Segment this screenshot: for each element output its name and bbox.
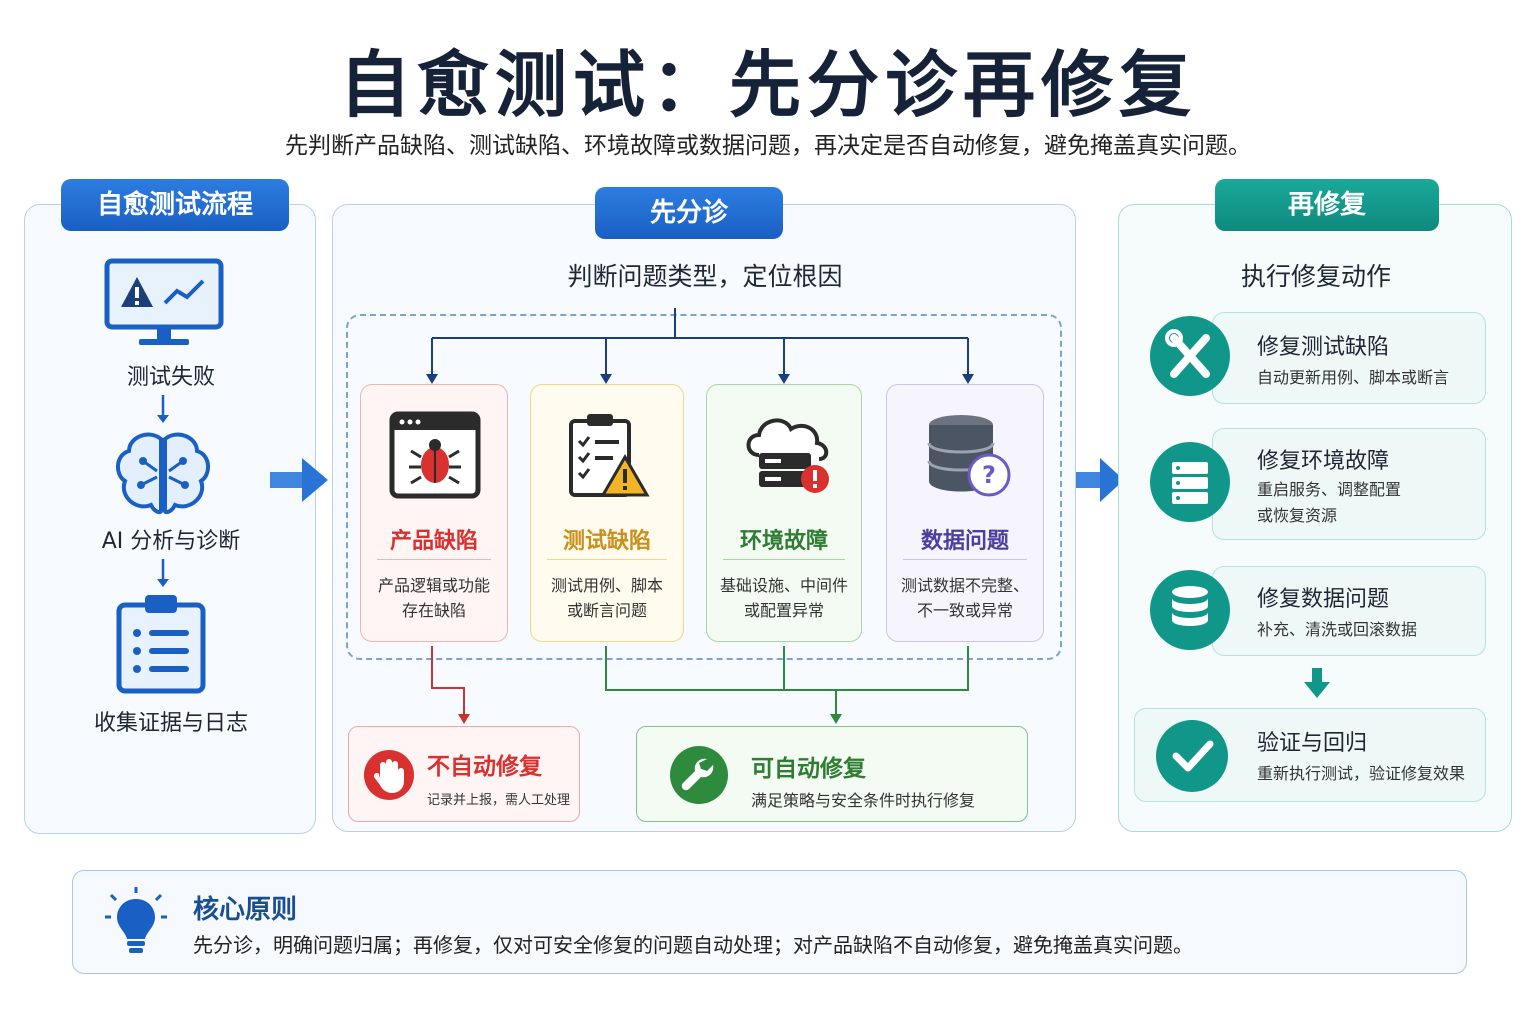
category-group bbox=[346, 314, 1062, 660]
server-icon bbox=[1172, 462, 1208, 504]
triage-subtitle: 判断问题类型，定位根因 bbox=[567, 262, 843, 291]
no-auto-fix-title: 不自动修复 bbox=[427, 754, 542, 780]
repair-subtitle: 执行修复动作 bbox=[1240, 262, 1391, 291]
right-arrow-icon bbox=[1076, 458, 1124, 502]
category-test-defect: 测试缺陷 测试用例、脚本或断言问题 bbox=[530, 384, 684, 642]
auto-fix-box: 可自动修复 满足策略与安全条件时执行修复 bbox=[636, 726, 1028, 822]
no-auto-fix-desc: 记录并上报，需人工处理 bbox=[427, 793, 571, 808]
repair-step-data-issue: 修复数据问题 补充、清洗或回滚数据 bbox=[1212, 566, 1486, 656]
category-name: 测试缺陷 bbox=[562, 529, 651, 554]
down-arrow-icon bbox=[157, 559, 169, 587]
category-product-defect: 产品缺陷 产品逻辑或功能存在缺陷 bbox=[360, 384, 508, 642]
auto-fix-desc: 满足策略与安全条件时执行修复 bbox=[751, 791, 976, 810]
wrench-icon bbox=[670, 746, 728, 804]
database-question-icon: ? bbox=[927, 415, 1011, 497]
flow-step-collect-logs: 收集证据与日志 bbox=[93, 711, 248, 736]
down-arrow-icon bbox=[157, 395, 169, 423]
category-name: 数据问题 bbox=[920, 529, 1009, 554]
category-env-fault: 环境故障 基础设施、中间件或配置异常 bbox=[706, 384, 862, 642]
flow-panel: 自愈测试流程 测试失败 AI 分析与诊断 收集证据与日志 bbox=[24, 179, 316, 834]
category-desc: 产品逻辑或功能存在缺陷 bbox=[377, 576, 490, 620]
triage-tab: 先分诊 bbox=[595, 187, 783, 239]
flow-step-ai-analysis: AI 分析与诊断 bbox=[101, 529, 241, 554]
svg-text:?: ? bbox=[982, 461, 996, 489]
page-title: 自愈测试：先分诊再修复 bbox=[338, 43, 1197, 127]
category-name: 环境故障 bbox=[739, 529, 828, 554]
server-icon-circle bbox=[1150, 442, 1230, 522]
category-desc: 测试用例、脚本或断言问题 bbox=[550, 576, 663, 620]
database-icon-circle bbox=[1150, 570, 1230, 650]
clipboard-warning-icon bbox=[569, 414, 650, 497]
right-arrow-icon bbox=[270, 458, 328, 502]
category-data-issue: ? 数据问题 测试数据不完整、不一致或异常 bbox=[886, 384, 1044, 642]
check-icon-circle bbox=[1156, 720, 1228, 792]
principle-title: 核心原则 bbox=[193, 895, 298, 925]
lightbulb-icon bbox=[105, 887, 167, 953]
clipboard-list-icon bbox=[116, 595, 206, 694]
down-arrow-icon bbox=[1304, 668, 1330, 698]
tools-icon-circle bbox=[1150, 316, 1230, 396]
flow-tab: 自愈测试流程 bbox=[61, 179, 289, 231]
repair-step-test-defect: 修复测试缺陷 自动更新用例、脚本或断言 bbox=[1212, 312, 1486, 404]
page-subtitle: 先判断产品缺陷、测试缺陷、环境故障或数据问题，再决定是否自动修复，避免掩盖真实问… bbox=[285, 133, 1251, 159]
category-name: 产品缺陷 bbox=[389, 529, 478, 554]
flow-step-test-failed: 测试失败 bbox=[126, 365, 215, 390]
repair-tab: 再修复 bbox=[1215, 179, 1439, 231]
bug-window-icon bbox=[389, 411, 481, 499]
auto-fix-title: 可自动修复 bbox=[751, 756, 866, 782]
hand-stop-icon bbox=[364, 750, 414, 800]
check-icon bbox=[1172, 740, 1214, 772]
core-principle: 核心原则 先分诊，明确问题归属；再修复，仅对可安全修复的问题自动处理；对产品缺陷… bbox=[72, 870, 1467, 974]
database-icon bbox=[1172, 586, 1208, 626]
tools-icon bbox=[1165, 329, 1210, 378]
no-auto-fix-box: 不自动修复 记录并上报，需人工处理 bbox=[348, 726, 580, 822]
repair-step-env-fault: 修复环境故障 重启服务、调整配置或恢复资源 bbox=[1212, 428, 1486, 540]
category-desc: 基础设施、中间件或配置异常 bbox=[719, 576, 848, 620]
principle-desc: 先分诊，明确问题归属；再修复，仅对可安全修复的问题自动处理；对产品缺陷不自动修复… bbox=[193, 933, 1193, 957]
monitor-alert-icon bbox=[104, 258, 224, 345]
cloud-server-icon bbox=[746, 418, 829, 493]
category-desc: 测试数据不完整、不一致或异常 bbox=[900, 576, 1029, 620]
brain-icon bbox=[116, 432, 210, 515]
